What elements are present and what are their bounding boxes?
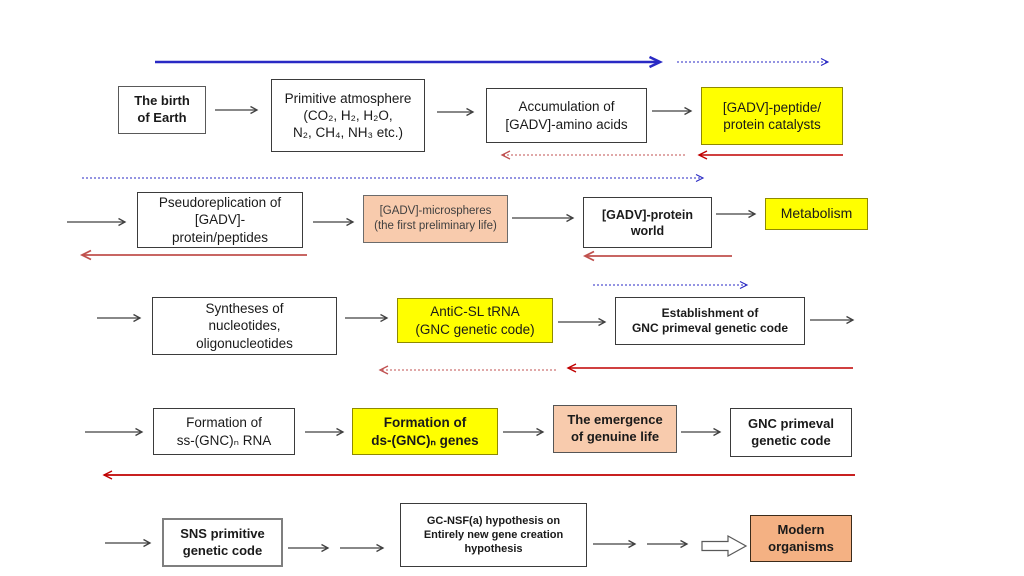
- box-gnc-primeval-genetic-code: GNC primeval genetic code: [730, 408, 852, 457]
- box-antic-sl-trna: AntiC-SL tRNA (GNC genetic code): [397, 298, 553, 343]
- box-modern-organisms: Modern organisms: [750, 515, 852, 562]
- box-formation-ss-gnc-rna: Formation of ss-(GNC)ₙ RNA: [153, 408, 295, 455]
- box-syntheses-nucleotides: Syntheses of nucleotides, oligonucleotid…: [152, 297, 337, 355]
- box-emergence-of-genuine-life: The emergence of genuine life: [553, 405, 677, 453]
- box-formation-ds-gnc-genes: Formation of ds-(GNC)ₙ genes: [352, 408, 498, 455]
- box-gadv-protein-world: [GADV]-protein world: [583, 197, 712, 248]
- box-establishment-gnc-code: Establishment of GNC primeval genetic co…: [615, 297, 805, 345]
- box-sns-primitive-genetic-code: SNS primitive genetic code: [162, 518, 283, 567]
- block-arrow-to-modern-organisms: [701, 534, 748, 558]
- box-metabolism: Metabolism: [765, 198, 868, 230]
- box-gadv-microspheres: [GADV]-microspheres (the first prelimina…: [363, 195, 508, 243]
- box-gadv-peptide-catalysts: [GADV]-peptide/ protein catalysts: [701, 87, 843, 145]
- box-accumulation-amino-acids: Accumulation of [GADV]-amino acids: [486, 88, 647, 143]
- box-primitive-atmosphere: Primitive atmosphere (CO₂, H₂, H₂O, N₂, …: [271, 79, 425, 152]
- box-pseudoreplication: Pseudoreplication of [GADV]- protein/pep…: [137, 192, 303, 248]
- box-gc-nsf-hypothesis: GC-NSF(a) hypothesis on Entirely new gen…: [400, 503, 587, 567]
- box-birth-of-earth: The birth of Earth: [118, 86, 206, 134]
